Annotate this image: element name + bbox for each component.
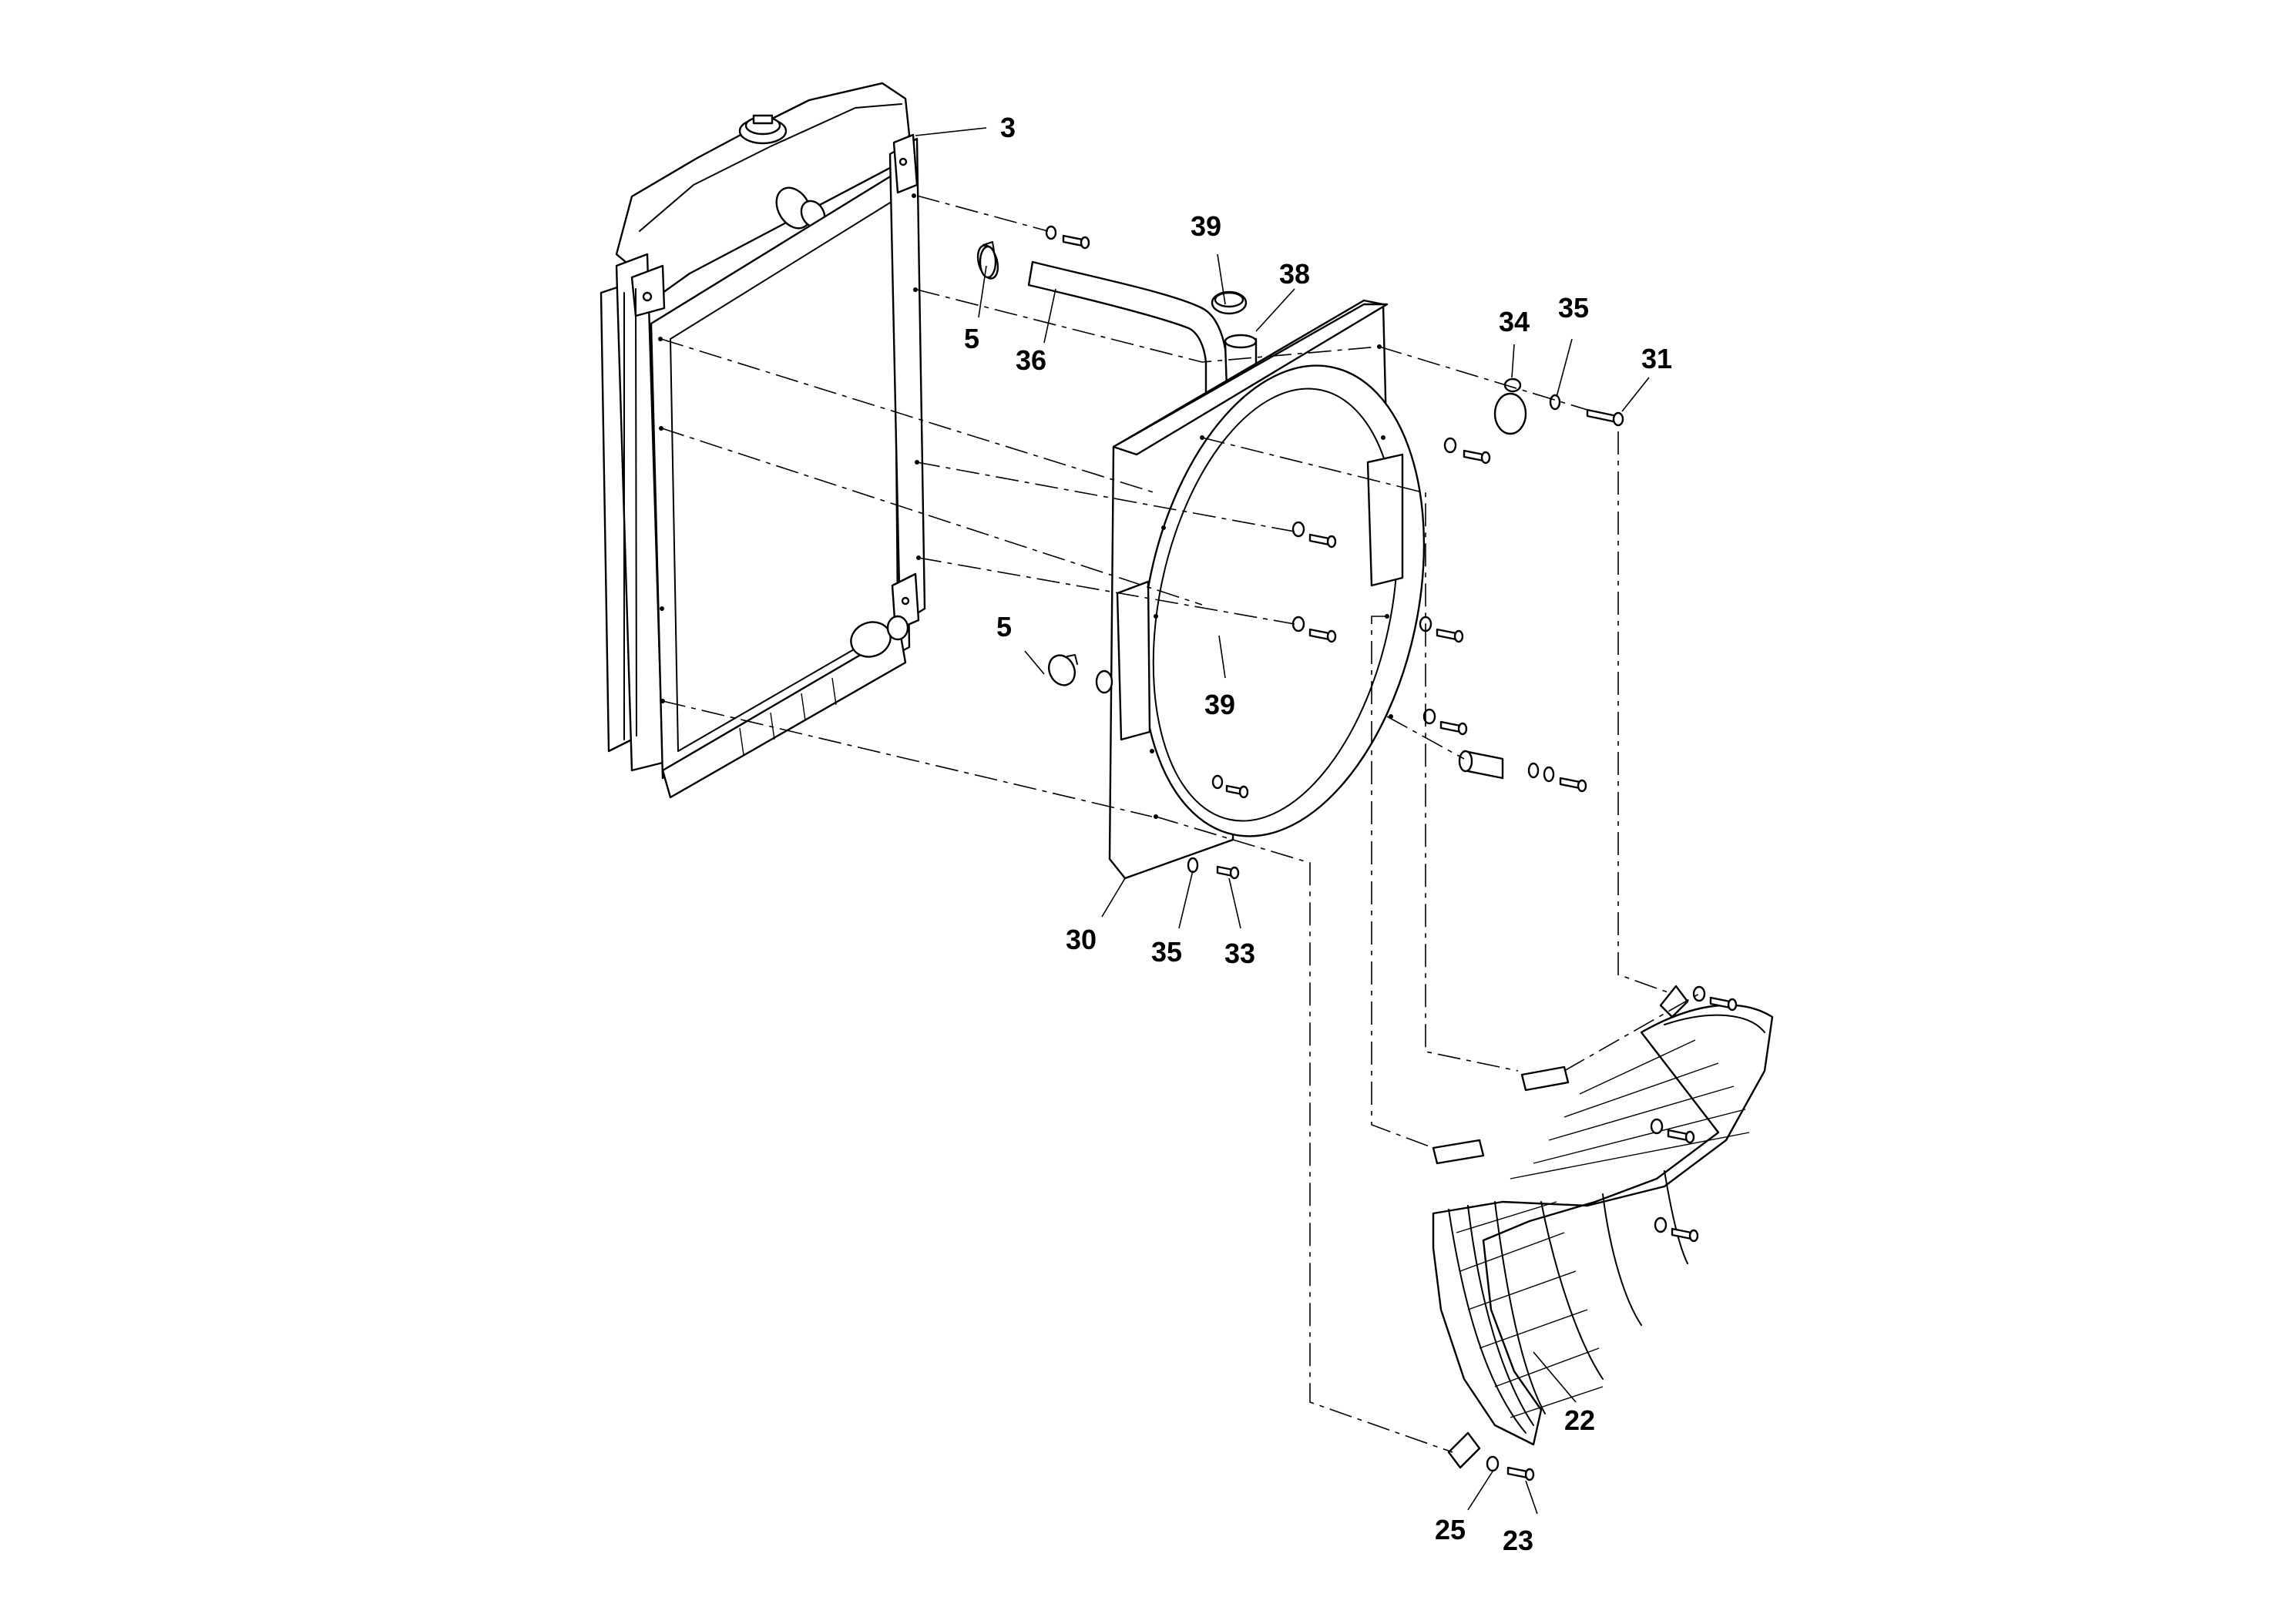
bolt-set [1211, 437, 1587, 799]
washer-guard [1486, 1455, 1500, 1472]
clip [1493, 377, 1527, 435]
callout-clamp-lower: 5 [996, 611, 1012, 643]
callout-washer-guard: 25 [1435, 1514, 1466, 1545]
callout-washer-top: 35 [1558, 292, 1589, 324]
bolt-bottom [1216, 865, 1240, 880]
callout-clip: 34 [1499, 306, 1530, 337]
callout-hose: 36 [1016, 344, 1046, 376]
callout-pipe: 38 [1279, 258, 1310, 290]
callouts: 3 5 36 39 38 34 35 31 5 39 30 35 33 22 2… [964, 112, 1672, 1556]
callout-fan-guard: 22 [1564, 1404, 1595, 1436]
callout-shroud: 30 [1066, 924, 1097, 955]
radiator [600, 82, 926, 799]
guard-bolts [1650, 985, 1738, 1243]
washer-bottom [1187, 857, 1199, 874]
callout-clamp-mid: 39 [1204, 689, 1235, 720]
radiator-bolt [1045, 225, 1090, 250]
callout-washer-bottom: 35 [1151, 936, 1182, 968]
hose-clamp-upper [979, 241, 997, 279]
fan-guard [1432, 985, 1774, 1469]
leader-lines [915, 127, 1650, 1515]
clamp-top [1211, 290, 1248, 315]
bolt-top [1586, 408, 1624, 427]
hose-clamp-lower [1048, 654, 1113, 694]
callout-radiator: 3 [1000, 112, 1016, 143]
washer-top [1549, 394, 1561, 411]
callout-clamp-upper: 5 [964, 323, 979, 354]
fan-shroud [1108, 299, 1426, 880]
callout-bolt-top: 31 [1641, 343, 1672, 374]
assembly-lines [660, 195, 1700, 1453]
callout-bolt-guard: 23 [1503, 1525, 1533, 1556]
upper-hose [976, 244, 1228, 402]
callout-bolt-bottom: 33 [1224, 938, 1255, 969]
bolt-guard [1506, 1466, 1535, 1481]
callout-clamp-top: 39 [1191, 210, 1221, 242]
